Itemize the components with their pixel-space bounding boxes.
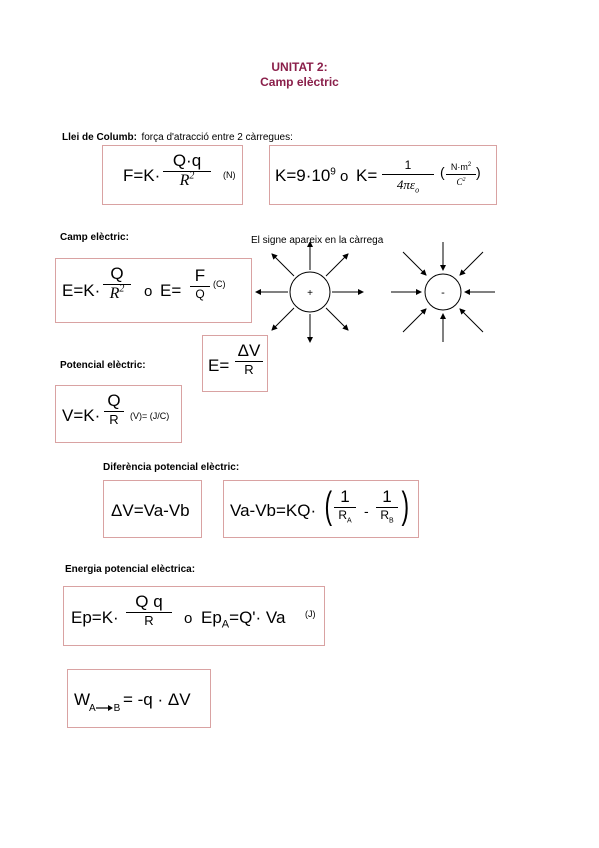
unit-subtitle: Camp elèctric xyxy=(260,75,339,89)
negative-charge-diagram: - xyxy=(391,242,495,342)
field-potential-fraction: ΔV R xyxy=(235,341,263,377)
field-or: o xyxy=(144,283,153,300)
fraction-b-denominator: RB xyxy=(380,508,394,525)
field2-fraction: F Q xyxy=(190,266,210,301)
potential-numerator: Q xyxy=(107,391,121,410)
field-unit: (C) xyxy=(213,279,226,289)
field-fraction: Q R2 xyxy=(103,264,131,303)
fraction-b-bar xyxy=(376,507,398,508)
difference-heading: Diferència potencial elèctric: xyxy=(103,462,240,473)
fraction-a-denominator: RA xyxy=(338,508,352,525)
difference-expanded-lhs: Va-Vb=KQ· xyxy=(230,501,317,520)
energy-bar xyxy=(126,612,172,613)
potential-unit: (V)= (J/C) xyxy=(130,411,170,421)
fraction-a: 1 RA xyxy=(334,487,356,525)
force-lhs: F=K· xyxy=(123,166,161,185)
force-numerator: Q·q xyxy=(172,151,202,170)
positive-charge-circle xyxy=(289,271,331,313)
fraction-a-bar xyxy=(334,507,356,508)
sign-note: El signe apareix en la càrrega xyxy=(251,235,384,246)
paren-open: ( xyxy=(324,485,333,527)
field-heading: Camp elèctric: xyxy=(60,232,129,243)
k-fraction-bar xyxy=(382,174,434,175)
outward-arrows xyxy=(255,242,364,343)
force-unit: (N) xyxy=(223,170,236,180)
positive-sign: + xyxy=(307,288,313,299)
energy-a-formula: EpA=Q'· Va xyxy=(201,608,286,631)
k-unit-paren-close: ) xyxy=(476,164,481,180)
field-potential-lhs: E= xyxy=(208,356,230,375)
work-sub-b: B xyxy=(113,703,121,714)
force-fraction-bar xyxy=(163,171,211,172)
work-symbol: W xyxy=(74,690,91,709)
energy-or: o xyxy=(184,610,193,627)
fraction-b-numerator: 1 xyxy=(382,487,392,506)
k-unit-paren-open: ( xyxy=(440,164,445,180)
coulomb-heading-line: Llei de Columb: força d'atracció entre 2… xyxy=(62,127,293,145)
k-fraction: 1 4πεo xyxy=(382,158,434,195)
k-unit-denominator: C2 xyxy=(456,177,466,187)
minus-sign: - xyxy=(364,503,369,519)
k-unit-fraction: N·m2 C2 xyxy=(446,162,476,187)
fraction-a-numerator: 1 xyxy=(340,487,350,506)
fraction-b: 1 RB xyxy=(376,487,398,525)
work-sub-a: A xyxy=(89,703,96,714)
difference-box: ΔV=Va-Vb xyxy=(103,480,202,538)
work-rhs: = -q · ΔV xyxy=(123,690,191,709)
potential-bar xyxy=(104,411,124,412)
potential-fraction: Q R xyxy=(104,391,124,427)
k-value: K=9·109 xyxy=(275,166,336,185)
k-or: o xyxy=(340,168,349,185)
negative-sign: - xyxy=(441,287,445,299)
negative-charge-circle xyxy=(424,273,462,311)
field-fraction-bar xyxy=(103,284,131,285)
energy-box: Ep=K· Q q R o EpA=Q'· Va (J) xyxy=(63,586,325,646)
field-box: E=K· Q R2 o E= F Q (C) xyxy=(55,258,252,323)
energy-denominator: R xyxy=(144,613,154,628)
positive-charge-diagram: + xyxy=(255,242,364,343)
potential-lhs: V=K· xyxy=(62,406,101,425)
coulomb-force-box: F=K· Q·q R2 (N) xyxy=(102,145,243,205)
field-lhs: E=K· xyxy=(62,281,101,300)
force-denominator: R2 xyxy=(179,170,195,189)
potential-box: V=K· Q R (V)= (J/C) xyxy=(55,385,182,443)
energy-heading: Energia potencial elèctrica: xyxy=(65,564,196,575)
unit-title: UNITAT 2: xyxy=(271,60,328,74)
coulomb-heading: Llei de Columb: xyxy=(62,132,137,143)
field-potential-denominator: R xyxy=(244,362,254,377)
paren-close: ) xyxy=(401,485,410,527)
coulomb-constant-box: K=9·109 o K= 1 4πεo ( N·m2 C2 ) xyxy=(269,145,497,205)
k-unit-numerator: N·m2 xyxy=(450,162,472,172)
field2-numerator: F xyxy=(194,266,206,285)
force-fraction: Q·q R2 xyxy=(163,151,211,190)
k-numerator: 1 xyxy=(404,158,412,172)
k-unit-bar xyxy=(446,174,476,175)
potential-denominator: R xyxy=(109,412,119,427)
inward-arrows xyxy=(391,242,495,342)
energy-fraction: Q q R xyxy=(126,592,172,628)
field2-fraction-bar xyxy=(190,286,210,287)
field-potential-numerator: ΔV xyxy=(237,341,261,360)
potential-heading: Potencial elèctric: xyxy=(60,360,146,371)
field-potential-box: E= ΔV R xyxy=(202,335,268,392)
k-equals: K= xyxy=(356,166,378,185)
energy-unit: (J) xyxy=(305,609,316,619)
difference-formula: ΔV=Va-Vb xyxy=(111,501,190,520)
field-numerator: Q xyxy=(110,264,124,283)
field2-lhs: E= xyxy=(160,281,182,300)
field-denominator: R2 xyxy=(109,283,125,302)
energy-numerator: Q q xyxy=(135,592,163,611)
coulomb-description: força d'atracció entre 2 càrregues: xyxy=(141,132,293,143)
energy-lhs: Ep=K· xyxy=(71,608,119,627)
difference-expanded-box: Va-Vb=KQ· ( 1 RA - 1 RB ) xyxy=(223,480,419,538)
k-denominator: 4πεo xyxy=(396,177,420,195)
field2-denominator: Q xyxy=(195,287,205,301)
work-arrow-icon xyxy=(95,705,113,712)
field-potential-bar xyxy=(235,361,263,362)
